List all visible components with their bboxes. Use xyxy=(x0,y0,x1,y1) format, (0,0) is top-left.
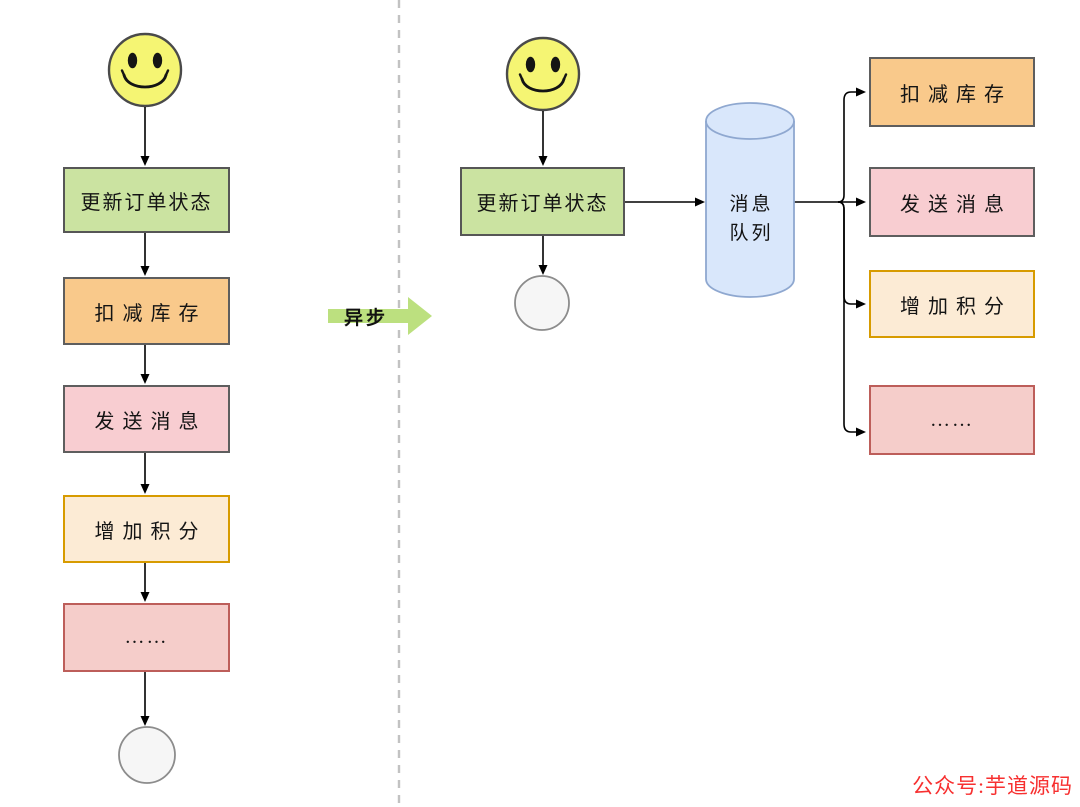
async-flow-arrows xyxy=(538,87,866,437)
message-queue-cylinder xyxy=(705,102,795,298)
step-label: …… xyxy=(930,408,974,431)
step-label: 增加积分 xyxy=(94,520,207,543)
consumer-ellipsis: …… xyxy=(869,385,1035,455)
sync-step-update-order: 更新订单状态 xyxy=(63,167,230,233)
sync-step-send-message: 发送消息 xyxy=(63,385,230,453)
end-circle-right xyxy=(514,275,570,331)
step-label: 增加积分 xyxy=(900,295,1012,318)
end-circle-left xyxy=(118,726,176,784)
message-queue-label: 消息 队列 xyxy=(706,190,794,248)
step-label: 更新订单状态 xyxy=(476,193,609,215)
async-transition-arrow xyxy=(328,297,432,335)
watermark-text: 公众号:芋道源码 xyxy=(912,774,1073,798)
sync-step-ellipsis: …… xyxy=(63,603,230,672)
step-label: 扣减库存 xyxy=(94,302,207,325)
step-label: 发送消息 xyxy=(900,193,1012,216)
sync-step-add-points: 增加积分 xyxy=(63,495,230,563)
step-label: 扣减库存 xyxy=(900,83,1012,106)
queue-label-line2: 队列 xyxy=(729,223,774,244)
step-label: …… xyxy=(124,626,169,648)
step-label: 发送消息 xyxy=(94,410,207,433)
async-transition-label: 异步 xyxy=(343,307,388,329)
consumer-send-message: 发送消息 xyxy=(869,167,1035,237)
async-step-update-order: 更新订单状态 xyxy=(460,167,625,236)
smiley-start-icon-right xyxy=(505,36,581,112)
consumer-deduct-stock: 扣减库存 xyxy=(869,57,1035,127)
consumer-add-points: 增加积分 xyxy=(869,270,1035,338)
smiley-start-icon-left xyxy=(107,32,183,108)
step-label: 更新订单状态 xyxy=(80,191,213,214)
sync-step-deduct-stock: 扣减库存 xyxy=(63,277,230,345)
queue-label-line1: 消息 xyxy=(729,194,774,215)
